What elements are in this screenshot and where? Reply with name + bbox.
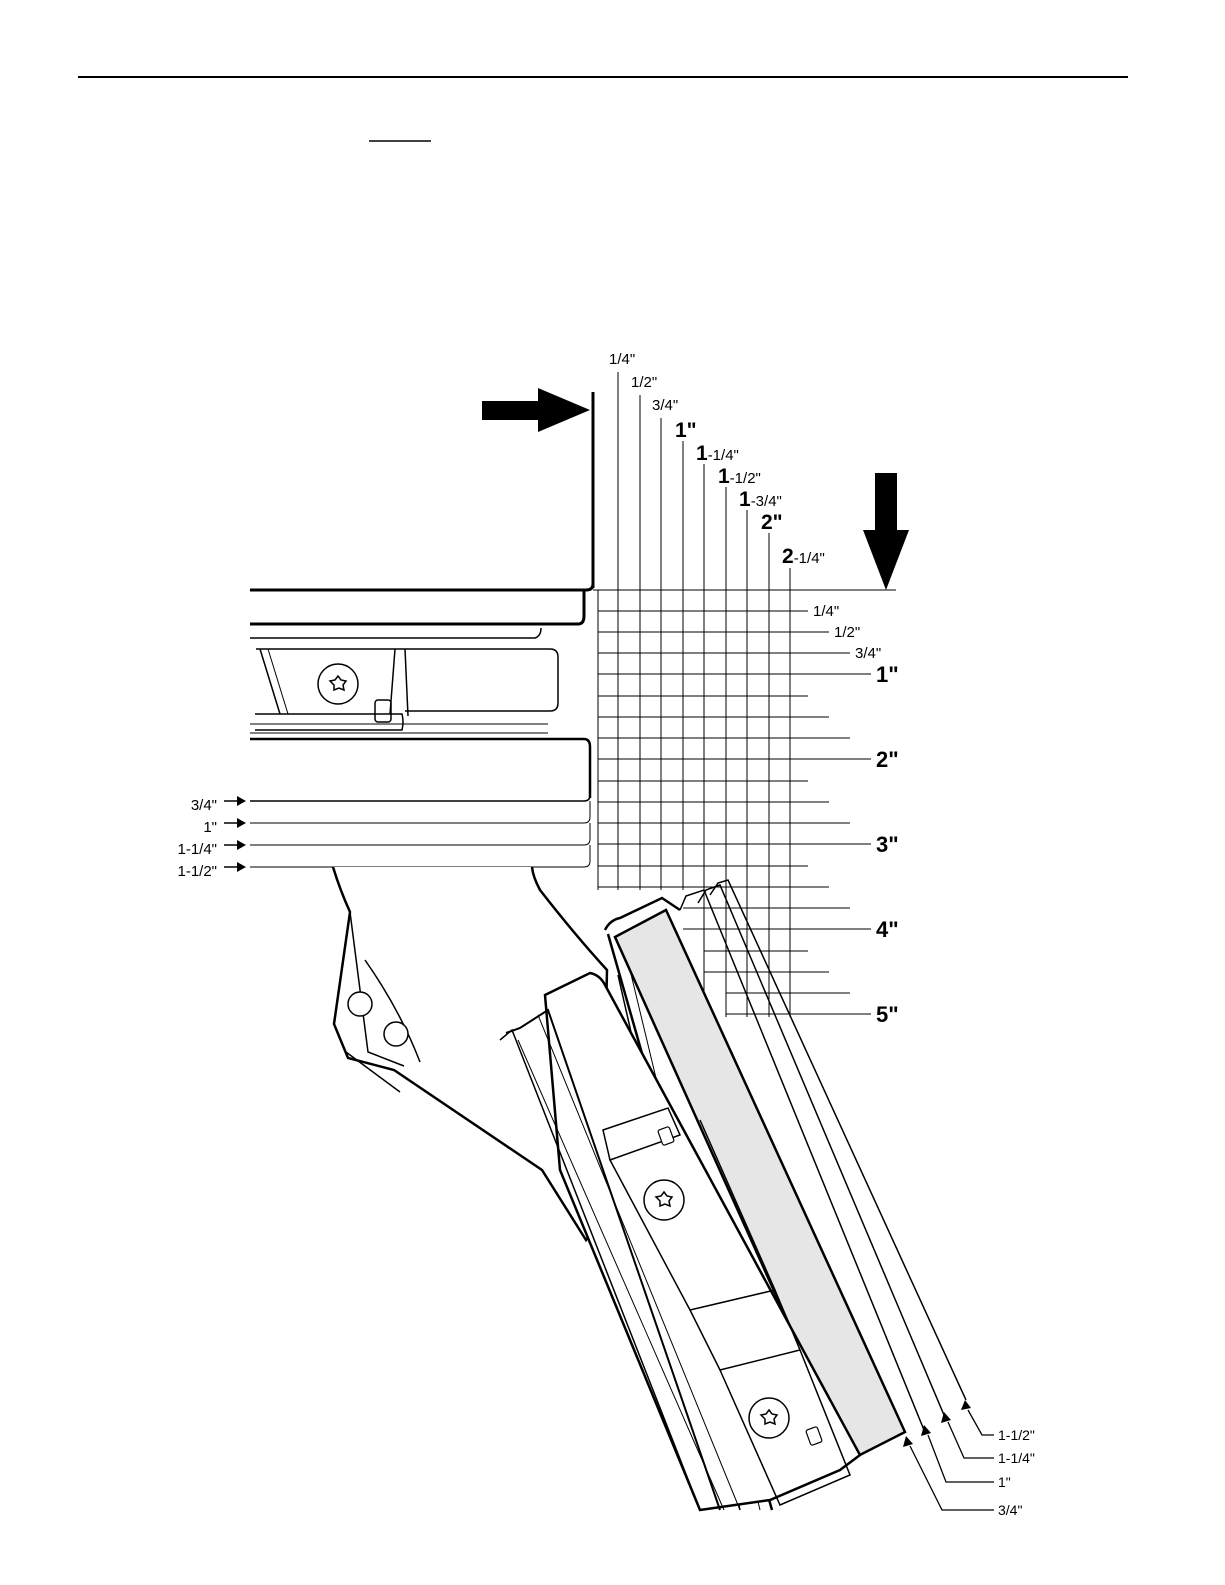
top-label-3-4: 3/4" <box>652 397 678 414</box>
left-gap-arrows <box>224 796 246 872</box>
right-label-1-2: 1/2" <box>834 624 860 641</box>
left-gap-label-1: 1" <box>203 819 217 836</box>
right-label-1in: 1" <box>876 662 899 687</box>
left-gap-label-1-1-4: 1-1/4" <box>177 841 217 858</box>
top-label-2-1-4: 2-1/4" <box>782 545 825 568</box>
bottom-gap-arrows <box>903 1400 994 1510</box>
left-gap-label-1-1-2: 1-1/2" <box>177 863 217 880</box>
top-label-1-2: 1/2" <box>631 374 657 391</box>
measurement-grid <box>593 372 896 1017</box>
top-label-1-1-4: 1-1/4" <box>696 442 739 465</box>
torx-screw-icon <box>318 664 358 704</box>
left-gap-lines <box>250 795 590 867</box>
top-label-1: 1" <box>675 419 697 442</box>
door-screw-icon-upper <box>644 1180 684 1220</box>
top-label-1-1-2: 1-1/2" <box>718 465 761 488</box>
left-gap-label-3-4: 3/4" <box>191 797 217 814</box>
door-screw-icon-lower <box>749 1398 789 1438</box>
right-label-4in: 4" <box>876 917 899 942</box>
arrow-right-icon <box>482 388 590 432</box>
top-label-1-4: 1/4" <box>609 351 635 368</box>
right-label-5in: 5" <box>876 1002 899 1027</box>
right-label-2in: 2" <box>876 747 899 772</box>
right-label-3in: 3" <box>876 832 899 857</box>
bottom-gap-label-1: 1" <box>998 1474 1011 1490</box>
bottom-gap-label-3-4: 3/4" <box>998 1502 1022 1518</box>
right-label-3-4: 3/4" <box>855 645 881 662</box>
right-label-1-4: 1/4" <box>813 603 839 620</box>
top-label-2: 2" <box>761 511 783 534</box>
bottom-gap-label-1-1-4: 1-1/4" <box>998 1450 1035 1466</box>
cabinet-edge <box>250 392 593 798</box>
arrow-down-icon <box>863 473 909 590</box>
top-label-1-3-4: 1-3/4" <box>739 488 782 511</box>
bottom-gap-label-1-1-2: 1-1/2" <box>998 1427 1035 1443</box>
